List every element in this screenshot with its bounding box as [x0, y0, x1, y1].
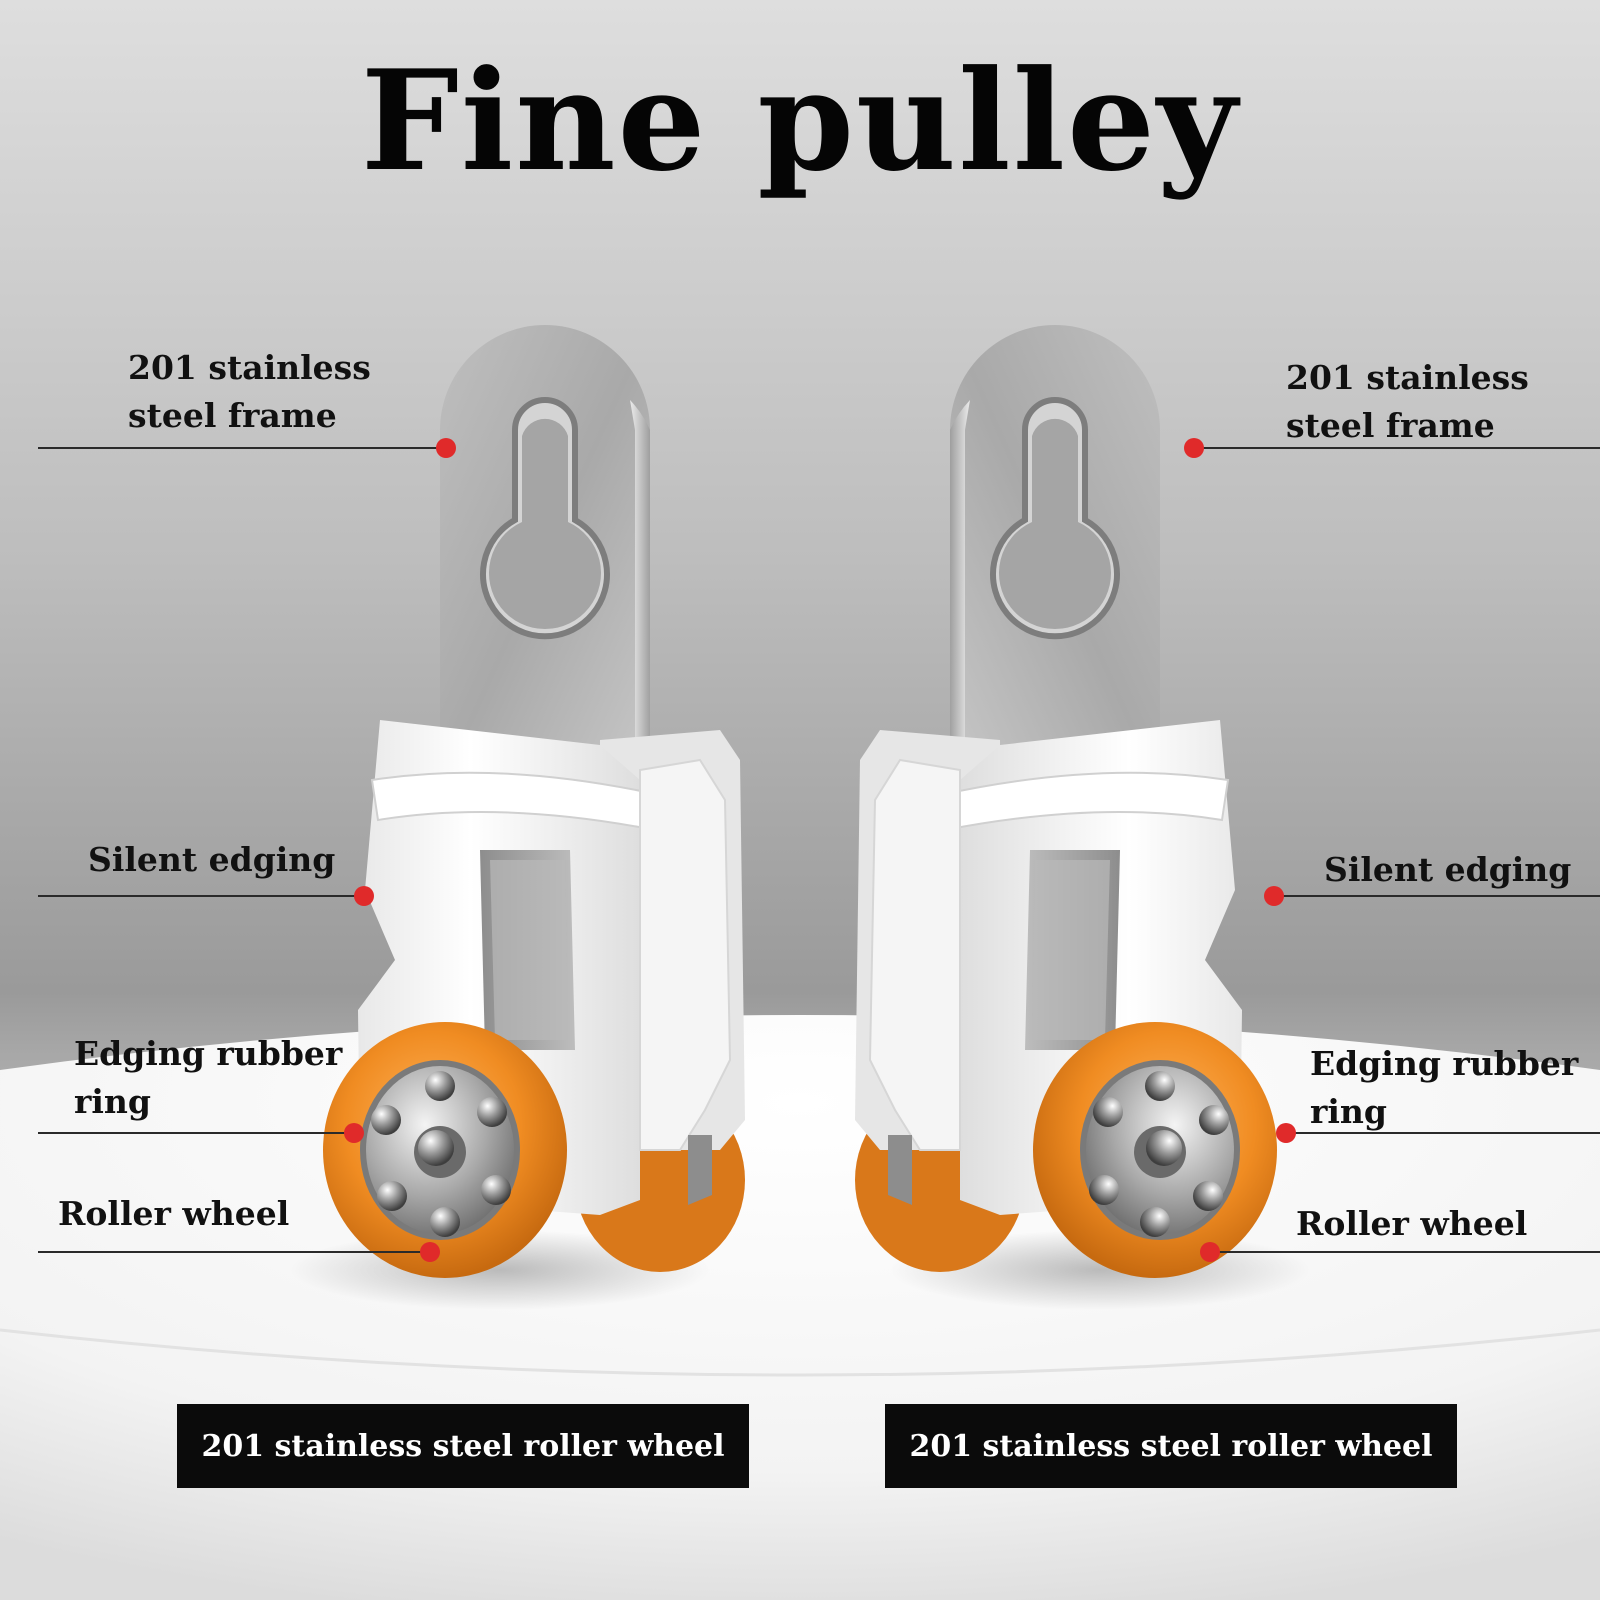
marker-dot-right-roller — [1200, 1242, 1220, 1262]
label-right-edging: Silent edging — [1324, 850, 1572, 889]
label-left-rubber-line2: ring — [74, 1082, 151, 1121]
marker-dot-right-frame — [1184, 438, 1204, 458]
label-right-roller: Roller wheel — [1296, 1204, 1528, 1243]
page-title: Fine pulley — [360, 39, 1240, 202]
left-leader-lines — [38, 447, 446, 1253]
label-right-frame: 201 stainless steel frame — [1286, 354, 1529, 450]
caption-right: 201 stainless steel roller wheel — [885, 1404, 1457, 1488]
label-left-rubber: Edging rubber ring — [74, 1030, 342, 1126]
caption-left: 201 stainless steel roller wheel — [177, 1404, 749, 1488]
marker-dot-left-rubber — [344, 1123, 364, 1143]
label-left-frame: 201 stainless steel frame — [128, 344, 371, 440]
marker-dot-left-frame — [436, 438, 456, 458]
right-leader-lines — [1194, 447, 1600, 1253]
label-right-rubber-line2: ring — [1310, 1092, 1387, 1131]
label-right-rubber: Edging rubber ring — [1310, 1040, 1578, 1136]
marker-dot-right-rubber — [1276, 1123, 1296, 1143]
label-left-roller: Roller wheel — [58, 1194, 290, 1233]
label-right-frame-line2: steel frame — [1286, 406, 1495, 445]
marker-dot-left-edging — [354, 886, 374, 906]
label-left-edging: Silent edging — [88, 840, 336, 879]
marker-dot-left-roller — [420, 1242, 440, 1262]
label-left-rubber-line1: Edging rubber — [74, 1034, 343, 1073]
label-right-frame-line1: 201 stainless — [1286, 358, 1529, 397]
label-right-rubber-line1: Edging rubber — [1310, 1044, 1579, 1083]
label-left-frame-line2: steel frame — [128, 396, 337, 435]
marker-dot-right-edging — [1264, 886, 1284, 906]
label-left-frame-line1: 201 stainless — [128, 348, 371, 387]
